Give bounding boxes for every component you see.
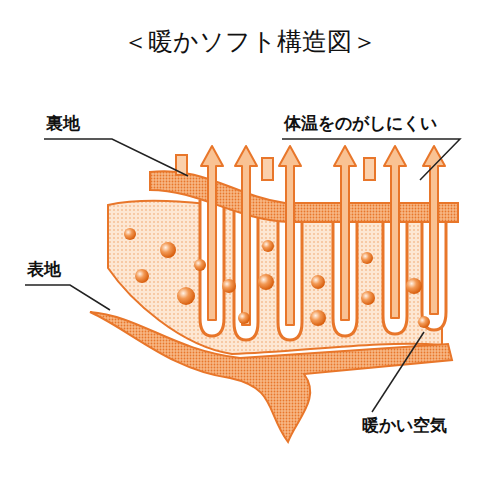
diagram-title: ＜暖かソフト構造図＞ xyxy=(123,28,377,57)
air-bubble xyxy=(406,278,422,294)
pile-tab xyxy=(364,158,375,180)
leader-line xyxy=(25,285,110,310)
heat-arrow xyxy=(423,146,445,314)
heat-arrows xyxy=(201,146,445,325)
heat-arrow xyxy=(201,146,223,320)
air-bubble xyxy=(361,291,375,305)
air-bubble xyxy=(258,274,274,290)
part-label: 裏地 xyxy=(46,114,80,134)
air-bubble xyxy=(124,228,136,240)
air-bubble xyxy=(194,259,206,271)
leader-line xyxy=(44,139,188,176)
air-bubble xyxy=(160,242,176,258)
air-bubble xyxy=(177,287,195,305)
air-bubble xyxy=(262,240,274,252)
air-bubble xyxy=(361,252,373,264)
air-bubbles xyxy=(124,228,430,328)
heat-arrow xyxy=(235,146,257,325)
air-bubble xyxy=(238,312,250,324)
air-bubble xyxy=(135,269,149,283)
lining-layer xyxy=(150,171,458,222)
heat-arrow xyxy=(334,146,356,320)
part-label: 体温をのがしにくい xyxy=(284,114,437,134)
heat-arrow xyxy=(279,146,301,325)
leader-line xyxy=(372,332,424,412)
leader-line xyxy=(282,139,460,180)
heat-arrow xyxy=(384,146,406,318)
part-label: 暖かい空気 xyxy=(362,416,447,436)
part-label: 表地 xyxy=(27,260,61,280)
outer-layer xyxy=(90,312,452,442)
air-bubble xyxy=(418,316,430,328)
air-bubble xyxy=(310,310,326,326)
pile-tab xyxy=(262,158,273,180)
air-bubble xyxy=(311,275,325,289)
pile-tab xyxy=(176,155,187,175)
air-bubble xyxy=(222,279,236,293)
leader-lines xyxy=(25,139,460,412)
